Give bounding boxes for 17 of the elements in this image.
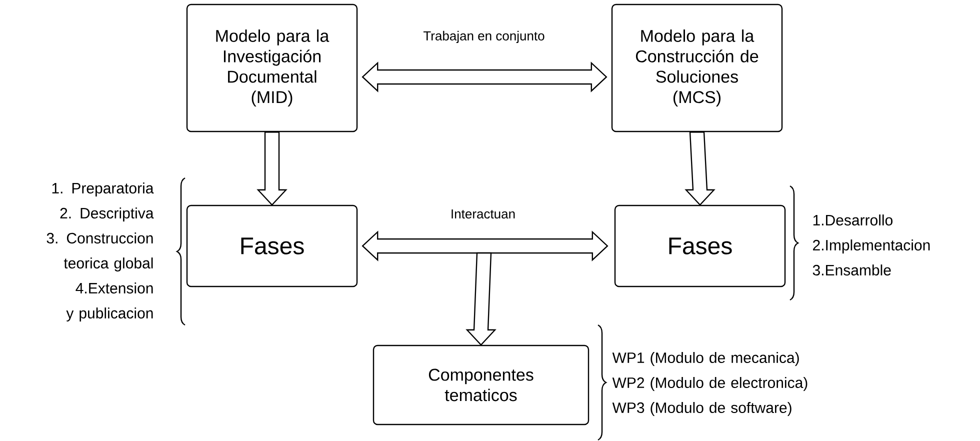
edge-label: Trabajan en conjunto bbox=[422, 30, 546, 44]
process-box: Modelo para la Construcción de Soluciones (MCS) bbox=[611, 4, 783, 132]
list-text: 1.Desarrollo 2.Implementacion 3.Ensamble bbox=[812, 214, 930, 276]
process-box: Fases bbox=[186, 204, 358, 288]
process-box: Fases bbox=[614, 204, 786, 288]
list-text: 1. Preparatoria 2. Descriptiva 3. Construccion teorica global 4.Extension y publicacion bbox=[46, 182, 154, 322]
process-box: Componentes tematicos bbox=[372, 344, 590, 426]
list-text: WP1 (Modulo de mecanica) WP2 (Modulo de electronica) WP3 (Modulo de software) bbox=[612, 352, 808, 416]
node-label: 1. Preparatoria bbox=[52, 182, 154, 196]
block-arrow bbox=[256, 132, 288, 206]
block-arrow bbox=[466, 252, 496, 346]
node-label: 3. Construccion teorica global bbox=[46, 232, 153, 272]
process-box: Modelo para la Investigación Documental (MID) bbox=[186, 4, 358, 132]
node-label: 2. Descriptiva bbox=[60, 207, 154, 222]
node-label: 4.Extension y publicacion bbox=[66, 282, 153, 322]
block-arrow bbox=[684, 132, 716, 206]
edge-label: Interactuan bbox=[449, 208, 517, 220]
